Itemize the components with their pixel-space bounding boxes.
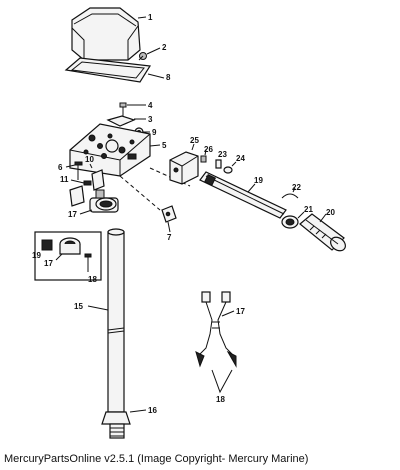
callout-4: 4 (148, 101, 153, 110)
part-19-inset-nut[interactable] (41, 239, 53, 251)
callout-10: 10 (85, 155, 94, 164)
part-20-handle-grip[interactable] (299, 213, 348, 254)
callout-19-inset: 19 (32, 251, 41, 260)
callout-7: 7 (167, 233, 172, 242)
part-8-gasket[interactable] (64, 57, 152, 83)
callout-17-harness: 17 (236, 307, 245, 316)
callout-17-inset: 17 (44, 259, 53, 268)
part-25-motor-block[interactable] (169, 151, 199, 185)
callout-24: 24 (236, 154, 245, 163)
callout-16: 16 (148, 406, 157, 415)
callout-8: 8 (166, 73, 171, 82)
part-17-collar[interactable] (69, 185, 119, 213)
callout-1: 1 (148, 13, 153, 22)
part-18-inset-screw[interactable] (84, 253, 92, 272)
callout-6: 6 (58, 163, 63, 172)
part-6-screw[interactable] (74, 161, 83, 180)
part-21-bushing[interactable] (281, 215, 299, 229)
part-17-inset-collar[interactable] (59, 237, 81, 255)
callout-11: 11 (60, 175, 69, 184)
part-23-spacer[interactable] (215, 159, 222, 169)
callout-25: 25 (190, 136, 199, 145)
part-15-tube[interactable] (107, 228, 125, 413)
image-copyright-footer: MercuryPartsOnline v2.5.1 (Image Copyrig… (4, 453, 309, 465)
callout-2: 2 (162, 43, 167, 52)
callout-20: 20 (326, 208, 335, 217)
callout-26: 26 (204, 145, 213, 154)
part-5-control-head-base[interactable] (69, 123, 151, 177)
part-26-nut[interactable] (200, 155, 207, 163)
part-16-lower-fitting[interactable] (101, 411, 131, 439)
callout-17-upper: 17 (68, 210, 77, 219)
callout-19-shaft: 19 (254, 176, 263, 185)
part-10-bracket[interactable] (91, 169, 105, 191)
callout-21: 21 (304, 205, 313, 214)
part-2-screw[interactable] (138, 52, 147, 61)
wire-harness[interactable] (195, 291, 237, 368)
callout-18-harness: 18 (216, 395, 225, 404)
part-11-pin[interactable] (83, 180, 92, 186)
part-19-shaft[interactable] (199, 171, 287, 219)
callout-5: 5 (162, 141, 167, 150)
callout-18-inset: 18 (88, 275, 97, 284)
part-3-clamp[interactable] (106, 115, 136, 127)
callout-23: 23 (218, 150, 227, 159)
inset-box (34, 231, 102, 281)
callout-15: 15 (74, 302, 83, 311)
part-1-top-cover[interactable] (71, 7, 141, 61)
callout-9: 9 (152, 128, 157, 137)
part-24-ring[interactable] (223, 166, 233, 174)
callout-22: 22 (292, 183, 301, 192)
part-7-clip[interactable] (161, 205, 177, 223)
callout-3: 3 (148, 115, 153, 124)
part-22-arc-clip[interactable] (281, 193, 299, 199)
